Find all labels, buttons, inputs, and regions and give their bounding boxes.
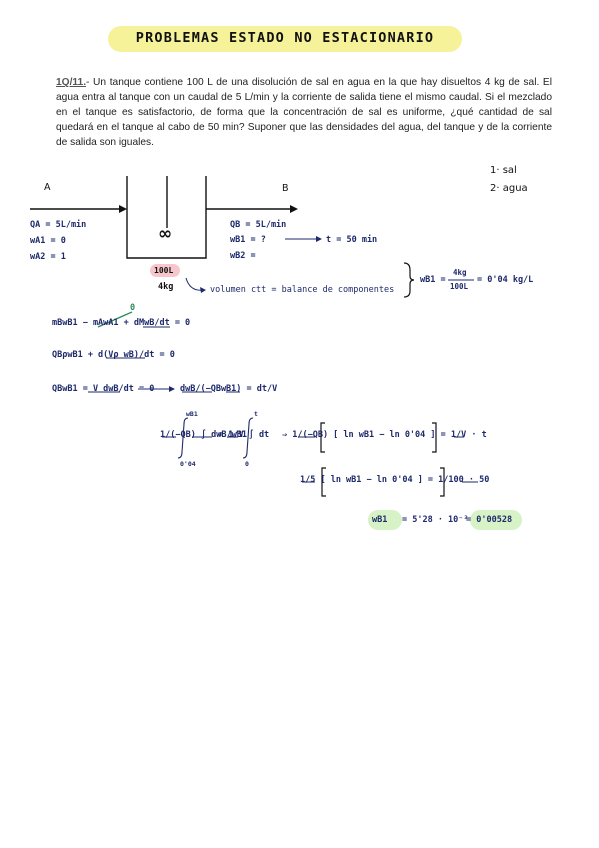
result-scientific: = 5'28 · 10⁻³ [402, 515, 469, 525]
balance-note: volumen ctt = balance de componentes [210, 285, 395, 295]
legend-salt: 1· sal [490, 165, 517, 176]
page-title: PROBLEMAS ESTADO NO ESTACIONARIO [135, 30, 435, 46]
result-lhs: wB1 [372, 515, 388, 525]
stirrer-icon: ∞ [158, 224, 173, 244]
initial-w-den: 100L [450, 282, 469, 291]
integral-result: ⇒ 1/(−QB) [ ln wB1 − ln 0'04 ] = 1/V · t [282, 430, 487, 440]
result-value: = 0'00528 [466, 515, 513, 525]
initial-w-num: 4kg [453, 268, 467, 277]
initial-w-lhs: wB1 = [420, 275, 446, 285]
equation-2: QBρwB1 + d(Vρ wB)/dt = 0 [52, 350, 175, 360]
label-b: B [282, 183, 289, 194]
substituted-equation: 1/5 [ ln wB1 − ln 0'04 ] = 1/100 · 50 [300, 475, 490, 485]
equation-3-rhs: dwB/(−QBwB1) = dt/V [180, 384, 278, 394]
outlet-time: t = 50 min [326, 235, 378, 245]
integral-t-lower: 0 [245, 460, 249, 468]
integral-lower: 0'04 [180, 460, 196, 468]
label-a: A [44, 182, 51, 193]
equation-1-zero: 0 [130, 303, 136, 313]
integral-upper: wB1 [186, 410, 198, 418]
initial-w-result: = 0'04 kg/L [477, 275, 534, 285]
legend-water: 2· agua [490, 183, 528, 194]
inlet-w2: wA2 = 1 [30, 252, 66, 262]
integral-t-upper: t [254, 410, 258, 418]
outlet-w2: wB2 = [230, 251, 256, 261]
tank-mass: 4kg [158, 282, 174, 292]
equation-3: QBwB1 = V dwB/dt = 0 [52, 384, 155, 394]
integral-lhs: 1/(−QB) ∫ dwB/wB1 [160, 430, 247, 440]
inlet-w1: wA1 = 0 [30, 236, 66, 246]
problem-text: - Un tanque contiene 100 L de una disolu… [56, 77, 552, 148]
inlet-flow: QA = 5L/min [30, 220, 87, 230]
title-highlight: PROBLEMAS ESTADO NO ESTACIONARIO [108, 26, 462, 52]
integral-mid: = 1/V ∫ dt [218, 430, 270, 440]
tank-volume: 100L [154, 266, 174, 275]
equation-1: mBwB1 − mAwA1 + dMwB/dt = 0 [52, 318, 191, 328]
outlet-w1: wB1 = ? [230, 235, 266, 245]
problem-statement: 1Q/11.- Un tanque contiene 100 L de una … [56, 75, 552, 150]
result-highlight-left [368, 510, 402, 530]
outlet-flow: QB = 5L/min [230, 220, 287, 230]
volume-highlight [150, 264, 180, 277]
result-highlight-right [470, 510, 522, 530]
problem-number: 1Q/11. [56, 77, 87, 88]
